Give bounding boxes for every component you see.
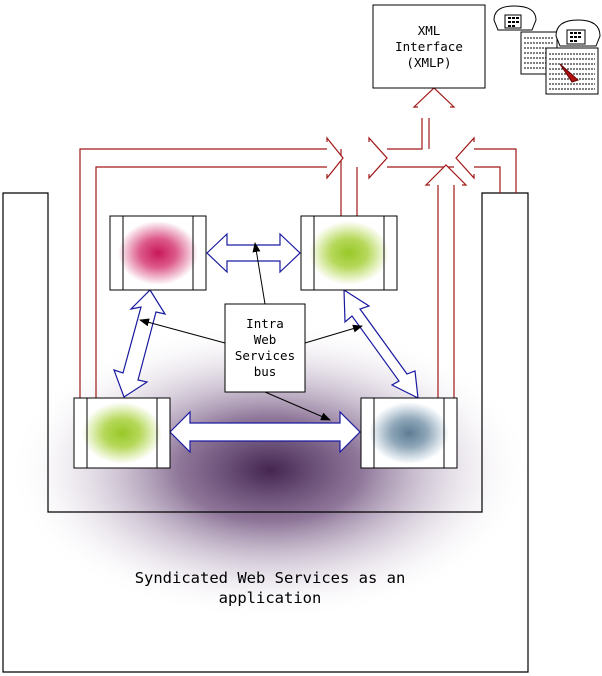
bus-pointer-top-left — [139, 318, 226, 344]
flow-line-outer-left — [79, 148, 327, 398]
application-container — [2, 192, 529, 673]
caption-line1: Syndicated Web Services as an — [135, 569, 406, 587]
red-flow-lines — [79, 118, 517, 398]
bus-label-line4: bus — [254, 364, 277, 379]
bus-pointer-bottom-right — [264, 391, 331, 421]
arrowhead-right-2 — [368, 136, 388, 180]
service-node-bottom-right — [360, 397, 458, 469]
connector-bottom-horizontal — [169, 410, 361, 454]
flow-line-right-a — [474, 148, 517, 193]
intra-web-services-bus: Intra Web Services bus — [224, 303, 306, 393]
connector-left-diagonal — [113, 289, 167, 398]
xml-interface-line1: XML — [418, 23, 441, 38]
service-node-bottom-left — [73, 397, 171, 469]
flow-line-right-b — [474, 166, 501, 193]
arrowhead-left-1 — [455, 136, 475, 180]
flow-line-to-xml-a — [387, 118, 423, 150]
blue-connectors — [113, 232, 419, 454]
arrowhead-up-xml — [412, 87, 456, 108]
service-node-top-left — [109, 215, 207, 291]
xml-interface-box: XML Interface (XMLP) — [372, 4, 486, 89]
bus-pointer-top-right — [252, 242, 266, 305]
telephone-fax-icon — [493, 5, 601, 95]
flow-line-inner-left — [95, 166, 327, 398]
bus-label-line3: Services — [235, 348, 295, 363]
arrowhead-up-1 — [424, 164, 468, 186]
connector-top-horizontal — [206, 232, 301, 274]
caption-line2: application — [219, 589, 322, 607]
xml-interface-line3: (XMLP) — [406, 55, 451, 70]
application-halo — [8, 320, 532, 620]
arrowhead-right-1 — [326, 136, 344, 180]
bus-label-line1: Intra — [246, 316, 284, 331]
bus-pointers — [139, 242, 363, 421]
service-node-top-right — [300, 215, 398, 291]
bus-label-line2: Web — [254, 332, 277, 347]
xml-interface-line2: Interface — [395, 39, 463, 54]
bus-pointer-right — [304, 324, 363, 344]
red-arrowheads — [326, 87, 475, 186]
